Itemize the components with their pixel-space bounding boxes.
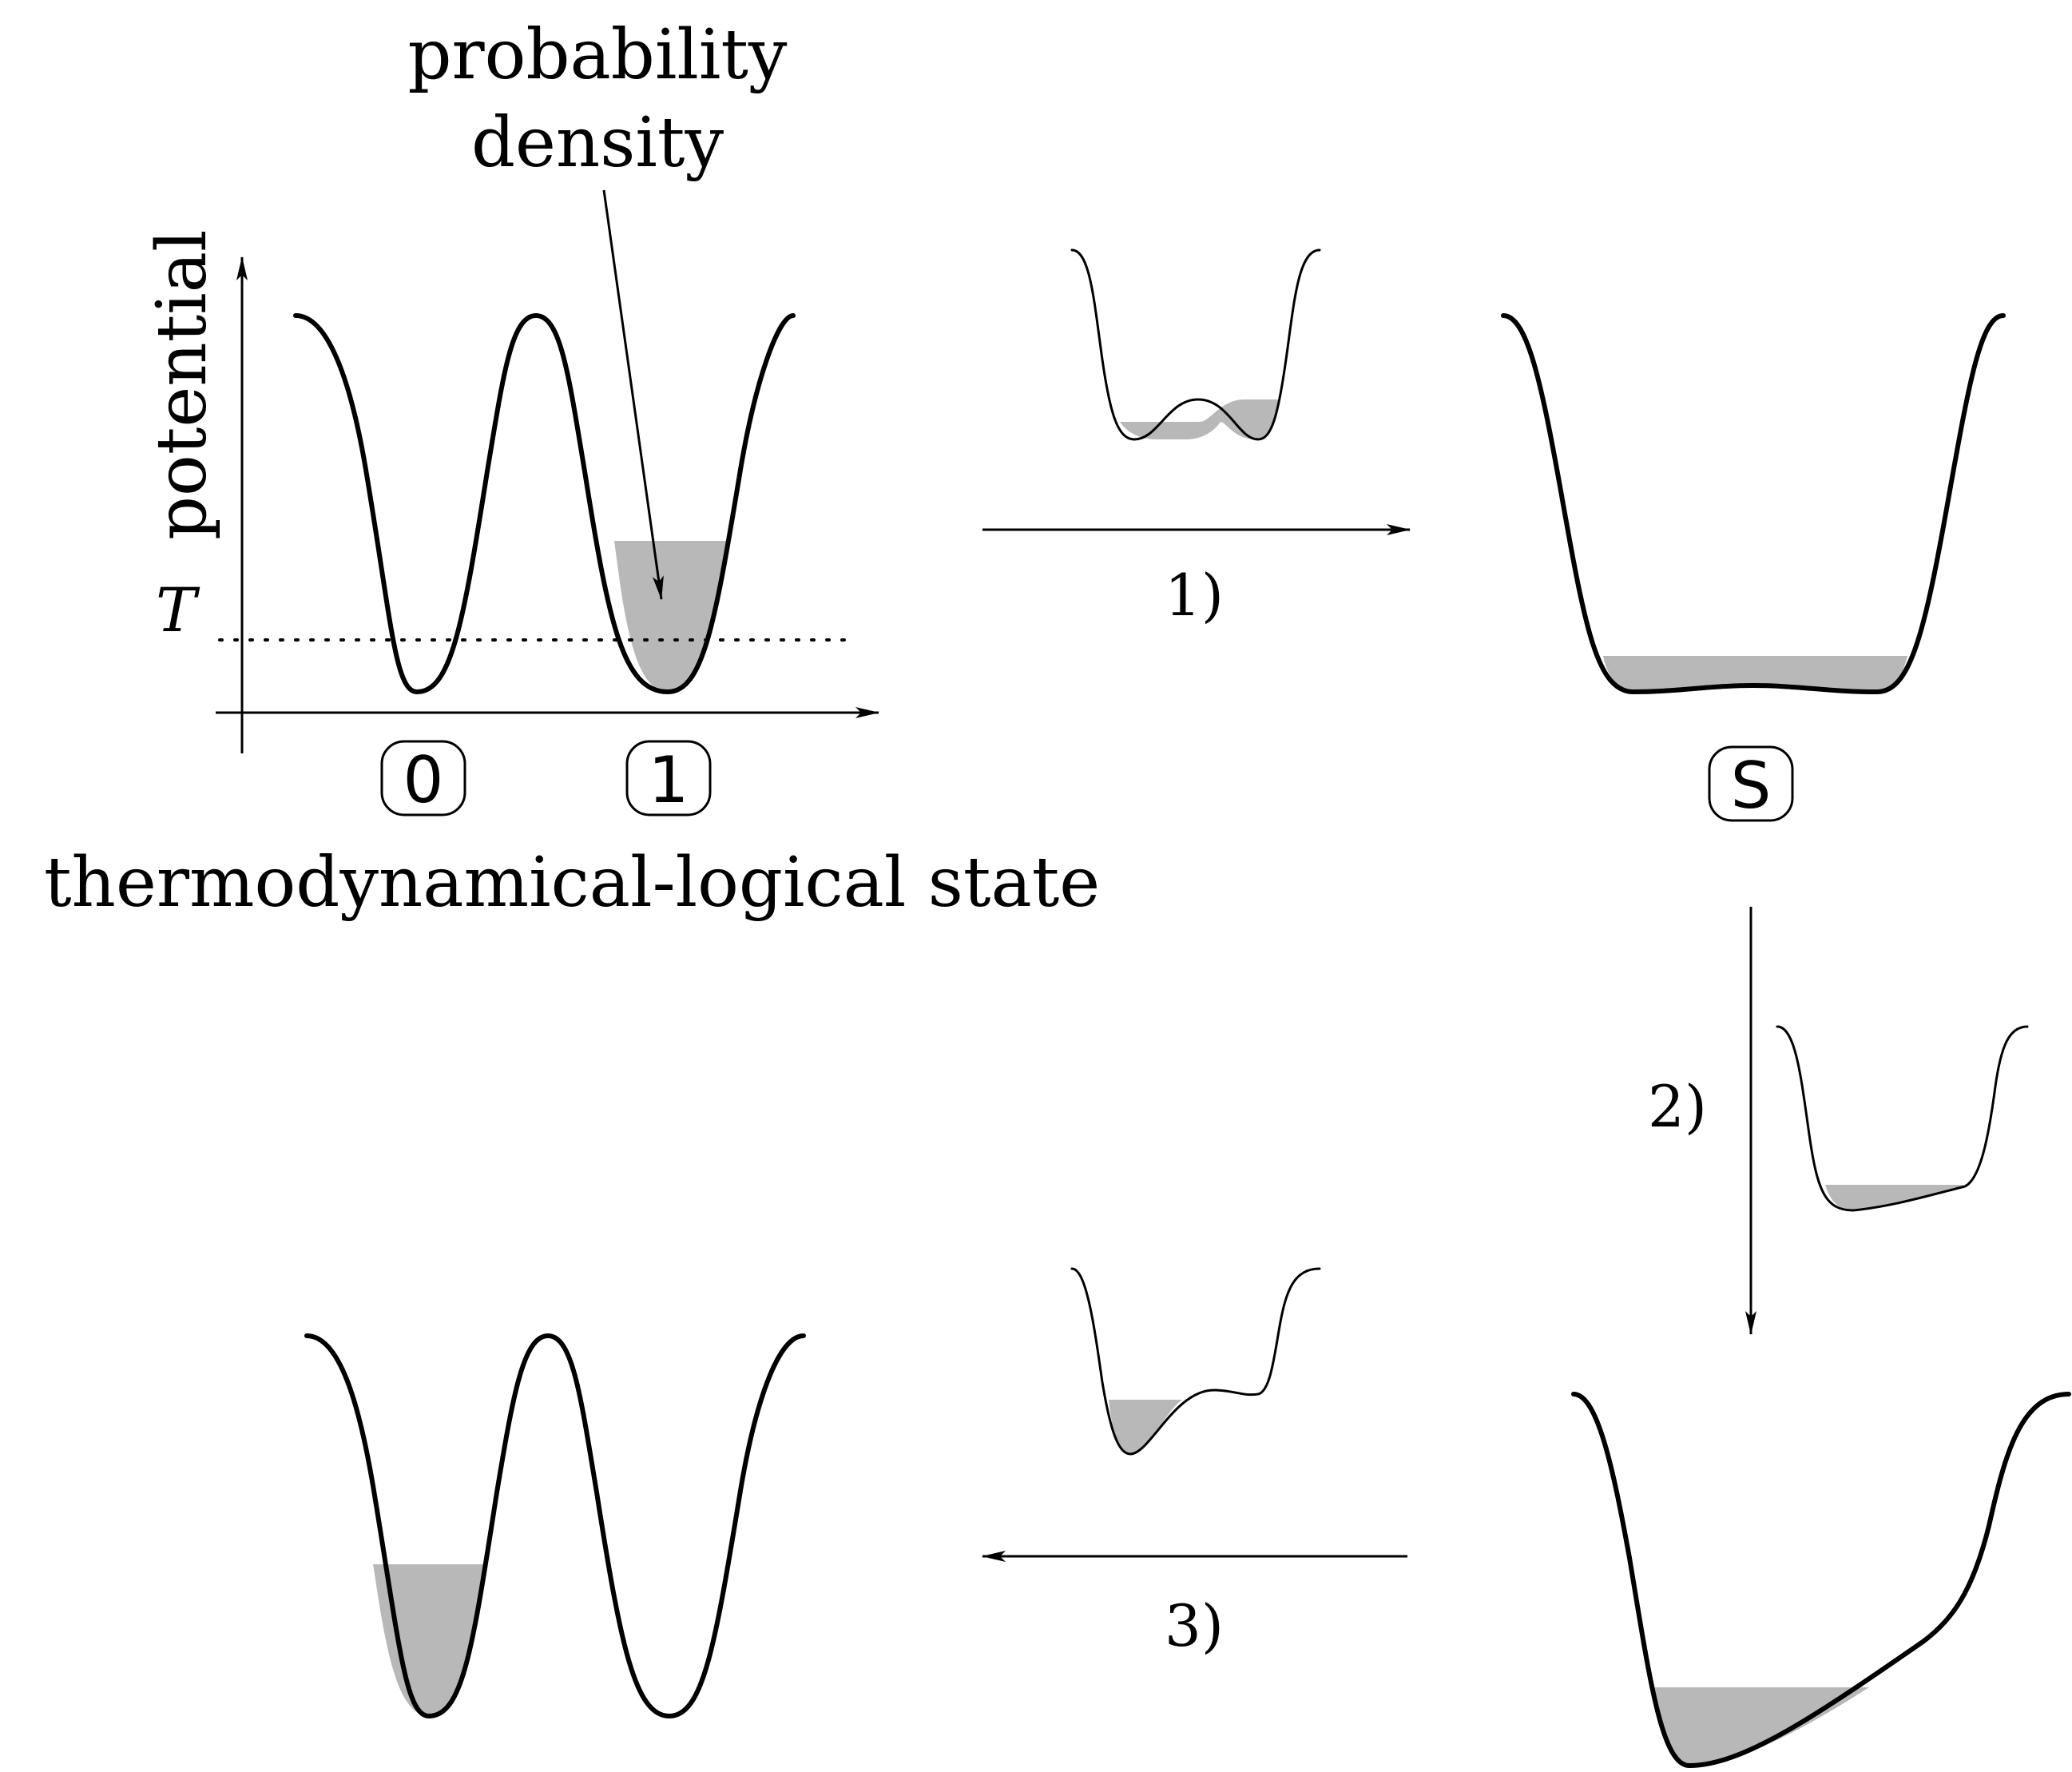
final-double-well-potential-curve [304, 1333, 806, 1718]
final-double-well-panel [304, 1333, 806, 1718]
step2-inset-potential [1776, 1025, 2029, 1212]
step-2: 2) [1648, 907, 2029, 1335]
step-1: 1) [982, 248, 1411, 629]
state-box-s: S [1708, 745, 1794, 823]
step2-inset-probability [1825, 1185, 1965, 1210]
single-well-probability [1603, 656, 1907, 692]
initial-double-well-panel: T potential probability density 0 1 ther… [44, 15, 1100, 923]
step1-inset-probability [1120, 399, 1280, 439]
step1-inset-potential [1070, 248, 1321, 441]
step1-label: 1) [1165, 562, 1224, 629]
step3-label: 3) [1165, 1592, 1224, 1659]
temperature-label: T [156, 574, 200, 646]
state-box-zero: 0 [380, 740, 466, 817]
potential-axis-label: potential [142, 229, 222, 540]
step3-inset-potential [1070, 1267, 1321, 1456]
single-well-panel: S [1501, 313, 2006, 823]
state-s-label: S [1731, 749, 1772, 823]
step2-label: 2) [1648, 1073, 1707, 1140]
final-probability-well-0 [373, 1564, 486, 1716]
probability-density-label-line1: probability [408, 15, 788, 95]
state-axis-label: thermodynamical-logical state [44, 843, 1100, 923]
state-one-label: 1 [649, 743, 689, 817]
probability-density-pointer [602, 189, 664, 600]
single-well-potential-curve [1501, 313, 2006, 694]
tilted-well-potential-curve [1571, 1392, 2071, 1768]
tilted-well-panel [1571, 1392, 2071, 1768]
probability-density-label-line2: density [471, 103, 724, 183]
state-box-one: 1 [625, 740, 712, 817]
state-zero-label: 0 [403, 743, 444, 817]
step-3: 3) [982, 1267, 1407, 1659]
probability-density-well-1 [614, 541, 726, 692]
tilted-well-probability [1653, 1687, 1869, 1766]
double-well-potential-curve [293, 313, 796, 694]
step3-inset-probability [1109, 1400, 1182, 1454]
